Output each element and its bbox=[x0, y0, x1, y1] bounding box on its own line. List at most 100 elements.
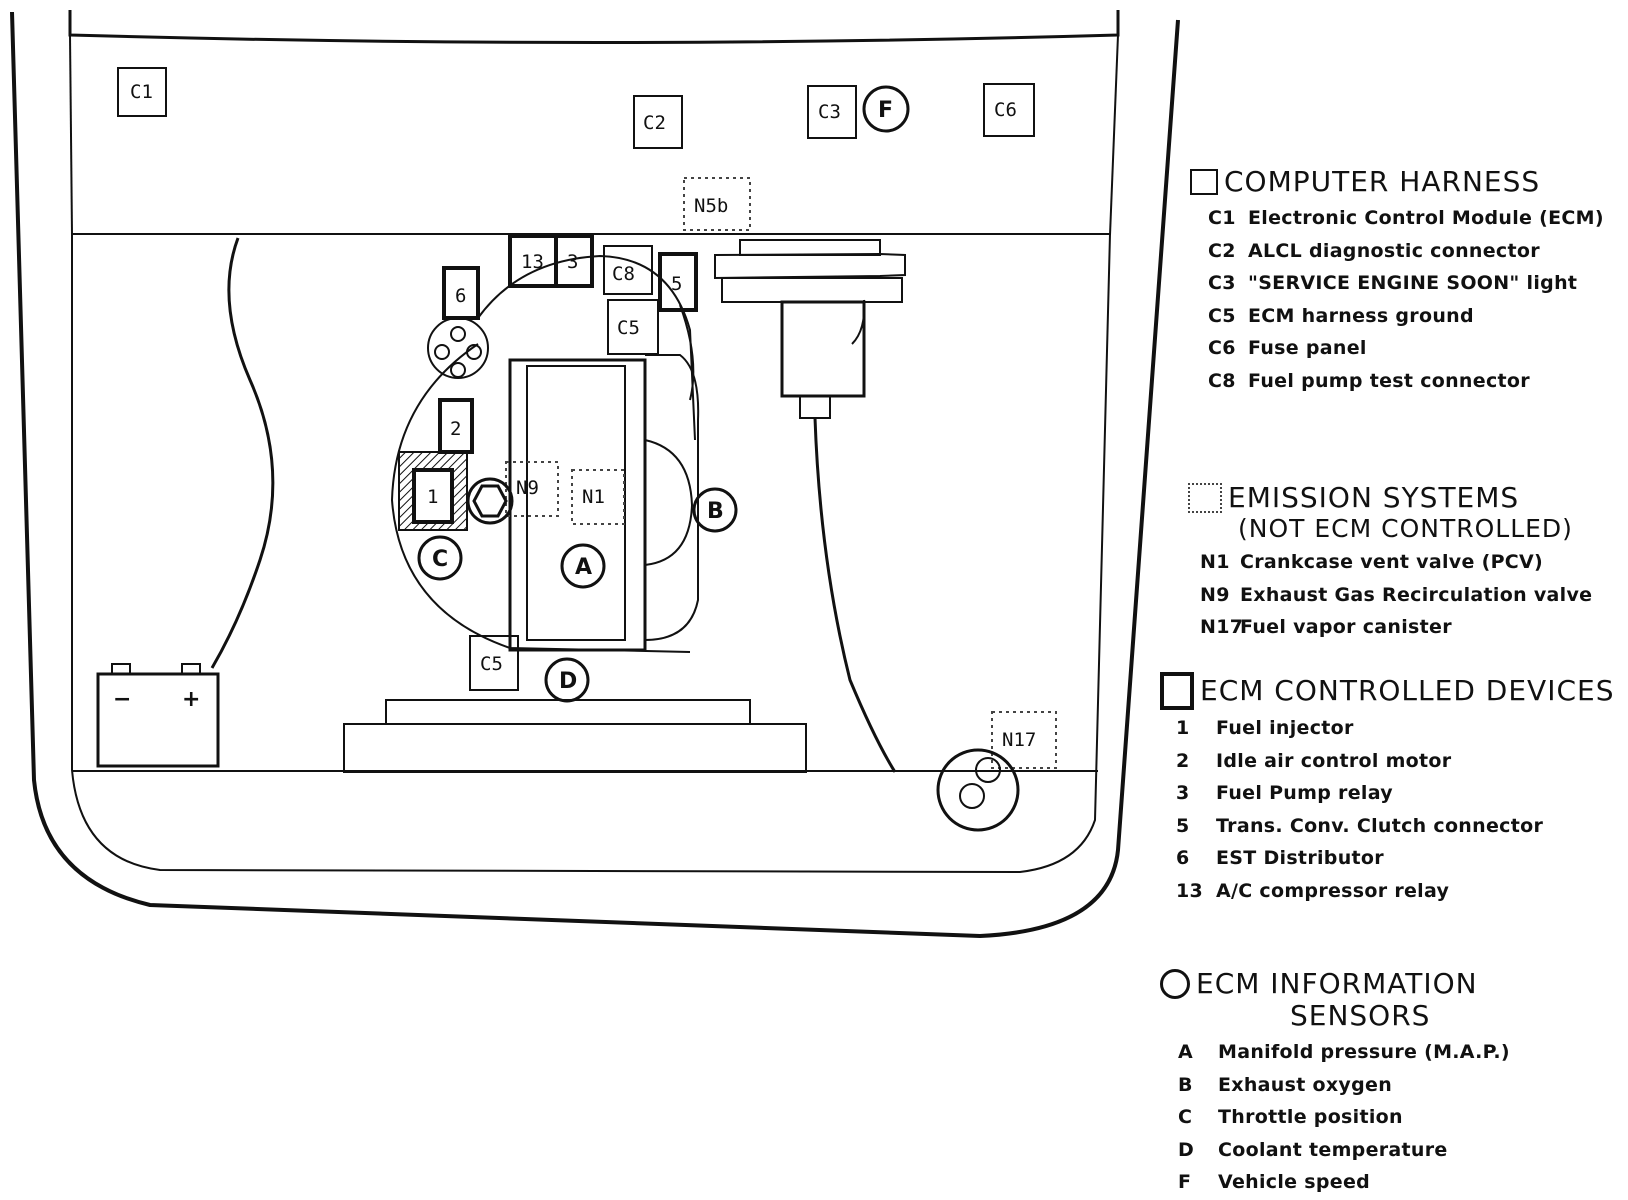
legend-item: C Throttle position bbox=[1178, 1101, 1510, 1134]
legend-item: C2 ALCL diagnostic connector bbox=[1208, 235, 1604, 268]
emission-n17: N17 bbox=[991, 711, 1057, 769]
legend-item-label: Exhaust oxygen bbox=[1218, 1073, 1393, 1096]
svg-text:D: D bbox=[559, 669, 577, 694]
egr-valve-body bbox=[466, 477, 514, 525]
battery-minus: − bbox=[113, 687, 131, 712]
device-5: 5 bbox=[658, 252, 698, 312]
legend-item-label: Fuel pump test connector bbox=[1248, 369, 1530, 392]
svg-text:N5b: N5b bbox=[694, 195, 728, 217]
legend-item-code: 2 bbox=[1176, 749, 1190, 772]
legend-item-code: C3 bbox=[1208, 272, 1236, 294]
emission-n5b: N5b bbox=[683, 177, 751, 231]
harness-c5-top: C5 bbox=[607, 299, 659, 355]
svg-text:2: 2 bbox=[450, 418, 461, 440]
legend-item-code: N1 bbox=[1200, 551, 1230, 573]
svg-text:F: F bbox=[878, 98, 893, 123]
device-3: 3 bbox=[554, 234, 594, 288]
legend-item-label: "SERVICE ENGINE SOON" light bbox=[1248, 272, 1578, 294]
harness-c2: C2 bbox=[633, 95, 683, 149]
legend-heading-ecm-controlled-devices: ECM CONTROLLED DEVICES bbox=[1200, 674, 1615, 707]
emission-n9: N9 bbox=[505, 461, 559, 517]
legend-item-label: Manifold pressure (M.A.P.) bbox=[1218, 1041, 1510, 1063]
legend-heading-emission-systems: EMISSION SYSTEMS bbox=[1228, 481, 1520, 514]
emission-n1: N1 bbox=[571, 469, 625, 525]
legend-item-label: Coolant temperature bbox=[1218, 1138, 1448, 1161]
legend-item: C3 "SERVICE ENGINE SOON" light bbox=[1208, 267, 1604, 300]
harness-c8: C8 bbox=[603, 245, 653, 295]
legend-item-label: Vehicle speed bbox=[1218, 1171, 1371, 1193]
svg-text:5: 5 bbox=[671, 273, 682, 295]
legend-emission-systems: EMISSION SYSTEMS (NOT ECM CONTROLLED) N1… bbox=[1188, 482, 1592, 644]
svg-text:C3: C3 bbox=[818, 101, 841, 123]
sensor-f: F bbox=[862, 85, 910, 133]
legend-item-label: Throttle position bbox=[1218, 1106, 1403, 1128]
hoses bbox=[679, 304, 695, 401]
legend-item-label: Exhaust Gas Recirculation valve bbox=[1240, 583, 1593, 606]
legend-item: 1 Fuel injector bbox=[1176, 712, 1614, 745]
legend-item-label: Crankcase vent valve (PCV) bbox=[1240, 551, 1544, 573]
sensor-c: C bbox=[417, 535, 463, 581]
legend-item-code: 13 bbox=[1176, 879, 1204, 902]
legend-item-code: 3 bbox=[1176, 782, 1190, 804]
legend-item-code: C5 bbox=[1208, 304, 1236, 327]
legend-item: 2 Idle air control motor bbox=[1176, 745, 1614, 778]
legend-item-label: ECM harness ground bbox=[1248, 304, 1474, 327]
vapor-canister bbox=[936, 748, 1020, 832]
legend-item: F Vehicle speed bbox=[1178, 1166, 1510, 1199]
radiator bbox=[343, 699, 807, 773]
legend-item-code: 5 bbox=[1176, 814, 1190, 837]
sensor-a: A bbox=[560, 543, 606, 589]
legend-item: A Manifold pressure (M.A.P.) bbox=[1178, 1036, 1510, 1069]
legend-item-code: A bbox=[1178, 1041, 1194, 1063]
legend-item-code: N9 bbox=[1200, 583, 1230, 606]
legend-heading-computer-harness: COMPUTER HARNESS bbox=[1224, 165, 1541, 198]
sensor-d: D bbox=[544, 657, 590, 703]
legend-item-code: C6 bbox=[1208, 337, 1236, 359]
legend-item-label: A/C compressor relay bbox=[1216, 879, 1450, 902]
svg-text:C1: C1 bbox=[130, 81, 153, 103]
vehicle-outline bbox=[10, 10, 1180, 939]
svg-text:B: B bbox=[707, 499, 724, 524]
legend-item-code: C2 bbox=[1208, 239, 1236, 262]
harness-c5-bottom: C5 bbox=[469, 635, 519, 691]
legend-item-code: C1 bbox=[1208, 207, 1236, 229]
svg-text:C5: C5 bbox=[617, 317, 640, 339]
battery-plus: + bbox=[182, 687, 200, 712]
legend-item-label: Trans. Conv. Clutch connector bbox=[1216, 814, 1544, 837]
legend-item-label: Fuel injector bbox=[1216, 717, 1354, 739]
svg-text:N9: N9 bbox=[516, 477, 539, 499]
svg-text:A: A bbox=[575, 555, 592, 580]
svg-text:C: C bbox=[432, 547, 448, 572]
legend-item-code: C bbox=[1178, 1106, 1193, 1128]
sensor-b: B bbox=[692, 487, 738, 533]
device-13: 13 bbox=[508, 234, 558, 288]
legend-item-label: ALCL diagnostic connector bbox=[1248, 239, 1540, 262]
legend-list-emission-systems: N1 Crankcase vent valve (PCV) N9 Exhaust Ga… bbox=[1200, 546, 1592, 644]
distributor-cap bbox=[427, 317, 489, 379]
legend-item-code: 6 bbox=[1176, 847, 1190, 869]
legend-item-code: 1 bbox=[1176, 717, 1190, 739]
dotted-square-icon bbox=[1188, 483, 1222, 513]
legend-item: 5 Trans. Conv. Clutch connector bbox=[1176, 810, 1614, 843]
thick-square-icon bbox=[1160, 672, 1194, 710]
device-2: 2 bbox=[438, 398, 474, 454]
legend-item-code: F bbox=[1178, 1171, 1192, 1193]
legend-item-code: C8 bbox=[1208, 369, 1236, 392]
legend-subheading-emission-systems: (NOT ECM CONTROLLED) bbox=[1238, 514, 1573, 543]
svg-text:13: 13 bbox=[521, 251, 544, 273]
svg-text:3: 3 bbox=[567, 251, 578, 273]
legend-item-label: Idle air control motor bbox=[1216, 749, 1452, 772]
harness-c1: C1 bbox=[117, 67, 167, 117]
svg-text:C8: C8 bbox=[612, 263, 635, 285]
thin-square-icon bbox=[1190, 169, 1218, 195]
